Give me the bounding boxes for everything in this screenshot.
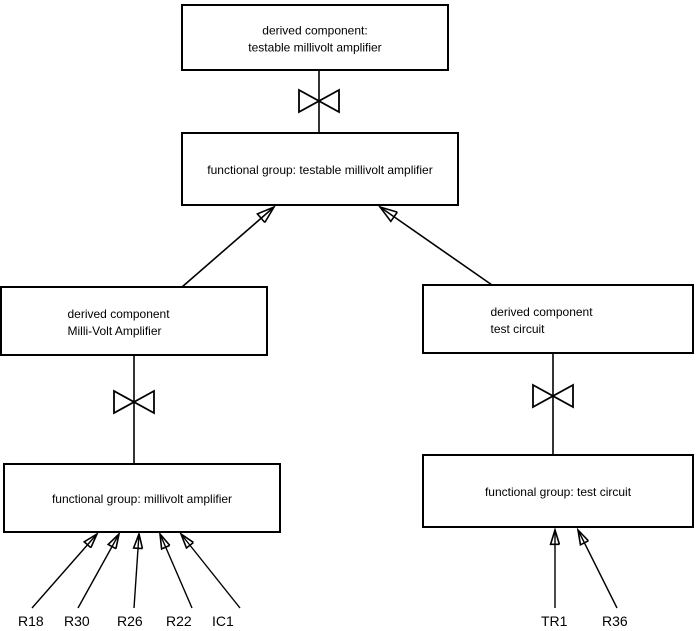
bowtie-icon bbox=[532, 383, 574, 409]
node-label-line1: derived component bbox=[491, 305, 594, 319]
leaf-label-group: R18 R30 R26 R22 IC1 TR1 R36 bbox=[18, 613, 628, 629]
generalization-arrow bbox=[377, 205, 493, 286]
arrowhead-icon bbox=[256, 205, 276, 224]
node-derived-test-circuit[interactable]: derived component test circuit bbox=[422, 284, 694, 354]
leaf-label-r36: R36 bbox=[602, 613, 628, 629]
node-label-line1: functional group: millivolt amplifier bbox=[52, 492, 232, 506]
generalization-arrow-group bbox=[181, 205, 493, 288]
bowtie-icon bbox=[113, 389, 155, 415]
leaf-arrow-r26 bbox=[132, 531, 144, 609]
node-label-line2: Milli-Volt Amplifier bbox=[68, 324, 162, 338]
leaf-label-tr1: TR1 bbox=[541, 613, 568, 629]
node-box[interactable] bbox=[0, 286, 268, 356]
node-fg-test-circuit[interactable]: functional group: test circuit bbox=[422, 454, 694, 528]
arrowhead-icon bbox=[576, 527, 589, 547]
bowtie-connector-group bbox=[113, 70, 574, 464]
node-label-line2: test circuit bbox=[491, 322, 546, 336]
node-box[interactable] bbox=[422, 284, 694, 354]
node-box[interactable] bbox=[3, 463, 281, 533]
node-fg-millivolt-amplifier[interactable]: functional group: millivolt amplifier bbox=[3, 463, 281, 533]
leaf-arrow-r30 bbox=[77, 531, 121, 609]
leaf-arrow-r36 bbox=[576, 527, 618, 609]
derivation-connector bbox=[298, 70, 340, 133]
leaf-arrow-group bbox=[31, 527, 618, 609]
node-label-line1: functional group: test circuit bbox=[485, 485, 632, 499]
node-box[interactable] bbox=[422, 454, 694, 528]
arrowhead-icon bbox=[179, 531, 194, 550]
derivation-connector bbox=[113, 355, 155, 464]
leaf-arrow-ic1 bbox=[179, 531, 241, 609]
node-label-line1: derived component bbox=[68, 307, 171, 321]
node-label-line1: derived component: bbox=[262, 24, 367, 38]
arrowhead-icon bbox=[549, 527, 561, 546]
node-box[interactable] bbox=[181, 132, 459, 206]
node-label-line2: testable millivolt amplifier bbox=[248, 41, 381, 55]
bowtie-icon bbox=[298, 88, 340, 114]
arrowhead-icon bbox=[132, 531, 144, 550]
node-derived-testable-millivolt-amplifier[interactable]: derived component: testable millivolt am… bbox=[181, 4, 449, 71]
leaf-label-r22: R22 bbox=[166, 613, 192, 629]
leaf-label-r26: R26 bbox=[117, 613, 143, 629]
arrowhead-icon bbox=[106, 531, 121, 550]
leaf-arrow-tr1 bbox=[549, 527, 561, 608]
leaf-arrow-r22 bbox=[158, 531, 193, 609]
arrowhead-icon bbox=[158, 531, 171, 551]
leaf-label-r18: R18 bbox=[18, 613, 44, 629]
generalization-arrow bbox=[181, 205, 276, 288]
node-box[interactable] bbox=[181, 4, 449, 71]
arrowhead-icon bbox=[82, 531, 99, 549]
leaf-label-ic1: IC1 bbox=[212, 613, 234, 629]
arrowhead-icon bbox=[377, 205, 398, 223]
node-box-group: derived component: testable millivolt am… bbox=[0, 4, 694, 533]
leaf-arrow-r18 bbox=[31, 531, 99, 609]
node-fg-testable-millivolt-amplifier[interactable]: functional group: testable millivolt amp… bbox=[181, 132, 459, 206]
derivation-connector bbox=[532, 353, 574, 455]
node-label-line1: functional group: testable millivolt amp… bbox=[207, 163, 432, 177]
leaf-label-r30: R30 bbox=[64, 613, 90, 629]
